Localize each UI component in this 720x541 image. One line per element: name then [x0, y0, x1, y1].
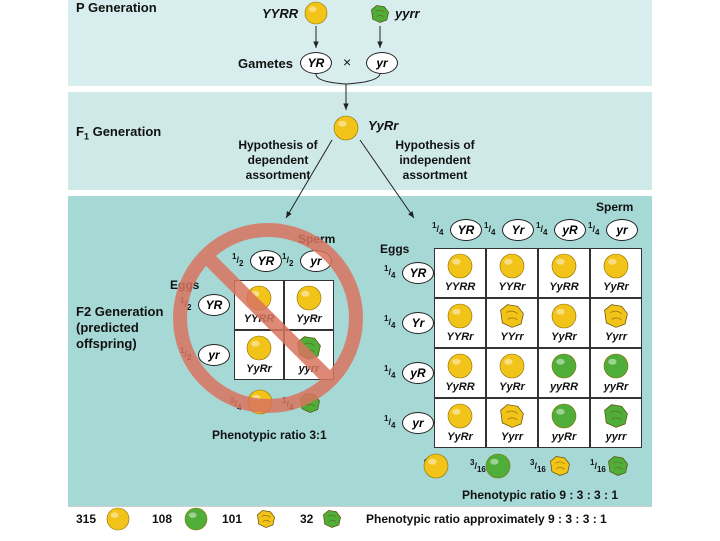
- arrow-f1-to-dependent: [286, 140, 332, 218]
- independent-cell-pea-icon: [605, 405, 628, 428]
- observed-pea-icon: [185, 508, 207, 530]
- observed-pea-icon: [107, 508, 129, 530]
- independent-cell-pea-icon: [501, 305, 524, 328]
- rejected-hypothesis-icon: [180, 230, 356, 406]
- independent-summary-pea-icon: [424, 454, 448, 478]
- arrow-parent2-to-gamete: [377, 26, 382, 48]
- f1-pea-icon: [334, 116, 358, 140]
- independent-cell-pea-icon: [500, 254, 524, 278]
- independent-cell-pea-icon: [552, 254, 576, 278]
- observed-pea-icon: [323, 510, 340, 527]
- dependent-cell-pea-icon: [247, 336, 271, 360]
- gamete-join-lines: [316, 74, 380, 84]
- parent2-pea-icon: [371, 5, 388, 22]
- observed-pea-icon: [257, 510, 274, 527]
- independent-cell-pea-icon: [501, 405, 524, 428]
- arrow-parent1-to-gamete: [313, 26, 318, 48]
- independent-cell-pea-icon: [448, 404, 472, 428]
- dependent-cell-pea-icon: [297, 286, 321, 310]
- independent-cell-pea-icon: [500, 354, 524, 378]
- arrow-f1-to-independent: [360, 140, 414, 218]
- independent-cell-pea-icon: [605, 305, 628, 328]
- independent-cell-pea-icon: [448, 254, 472, 278]
- arrow-gametes-to-f1: [343, 84, 348, 110]
- independent-summary-pea-icon: [486, 454, 510, 478]
- independent-summary-pea-icon: [609, 457, 628, 476]
- independent-cell-pea-icon: [552, 304, 576, 328]
- independent-cell-pea-icon: [448, 354, 472, 378]
- parent1-pea-icon: [305, 2, 327, 24]
- independent-cell-pea-icon: [604, 354, 628, 378]
- independent-summary-pea-icon: [551, 457, 570, 476]
- independent-cell-pea-icon: [604, 254, 628, 278]
- independent-cell-pea-icon: [552, 354, 576, 378]
- independent-cell-pea-icon: [552, 404, 576, 428]
- independent-cell-pea-icon: [448, 304, 472, 328]
